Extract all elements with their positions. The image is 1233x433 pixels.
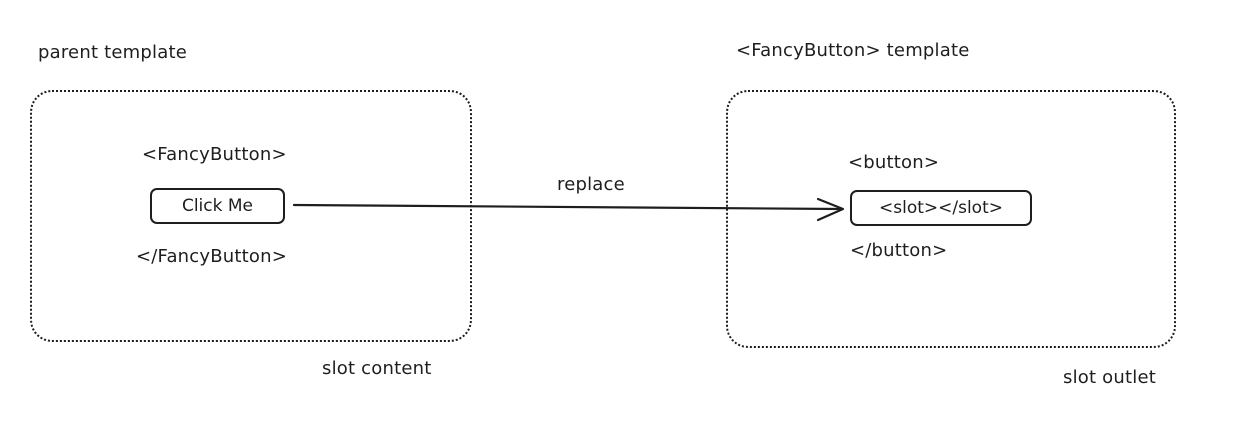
click-me-label: Click Me (181, 196, 254, 216)
slot-content-caption: slot content (322, 358, 432, 379)
parent-open-tag: <FancyButton> (142, 144, 287, 165)
slot-label: <slot></slot> (879, 198, 1003, 218)
replace-label: replace (557, 174, 625, 195)
click-me-button: Click Me (150, 188, 285, 224)
replace-arrow-line (292, 203, 844, 211)
child-open-tag: <button> (848, 152, 940, 173)
parent-close-tag: </FancyButton> (136, 246, 288, 267)
child-template-title: <FancyButton> template (736, 40, 970, 61)
slot-box: <slot></slot> (850, 190, 1032, 226)
slot-outlet-caption: slot outlet (1063, 367, 1156, 388)
parent-template-frame (30, 90, 472, 342)
child-template-frame (726, 90, 1176, 348)
replace-arrow-head (816, 197, 845, 222)
child-close-tag: </button> (850, 240, 948, 261)
parent-template-title: parent template (38, 42, 187, 63)
